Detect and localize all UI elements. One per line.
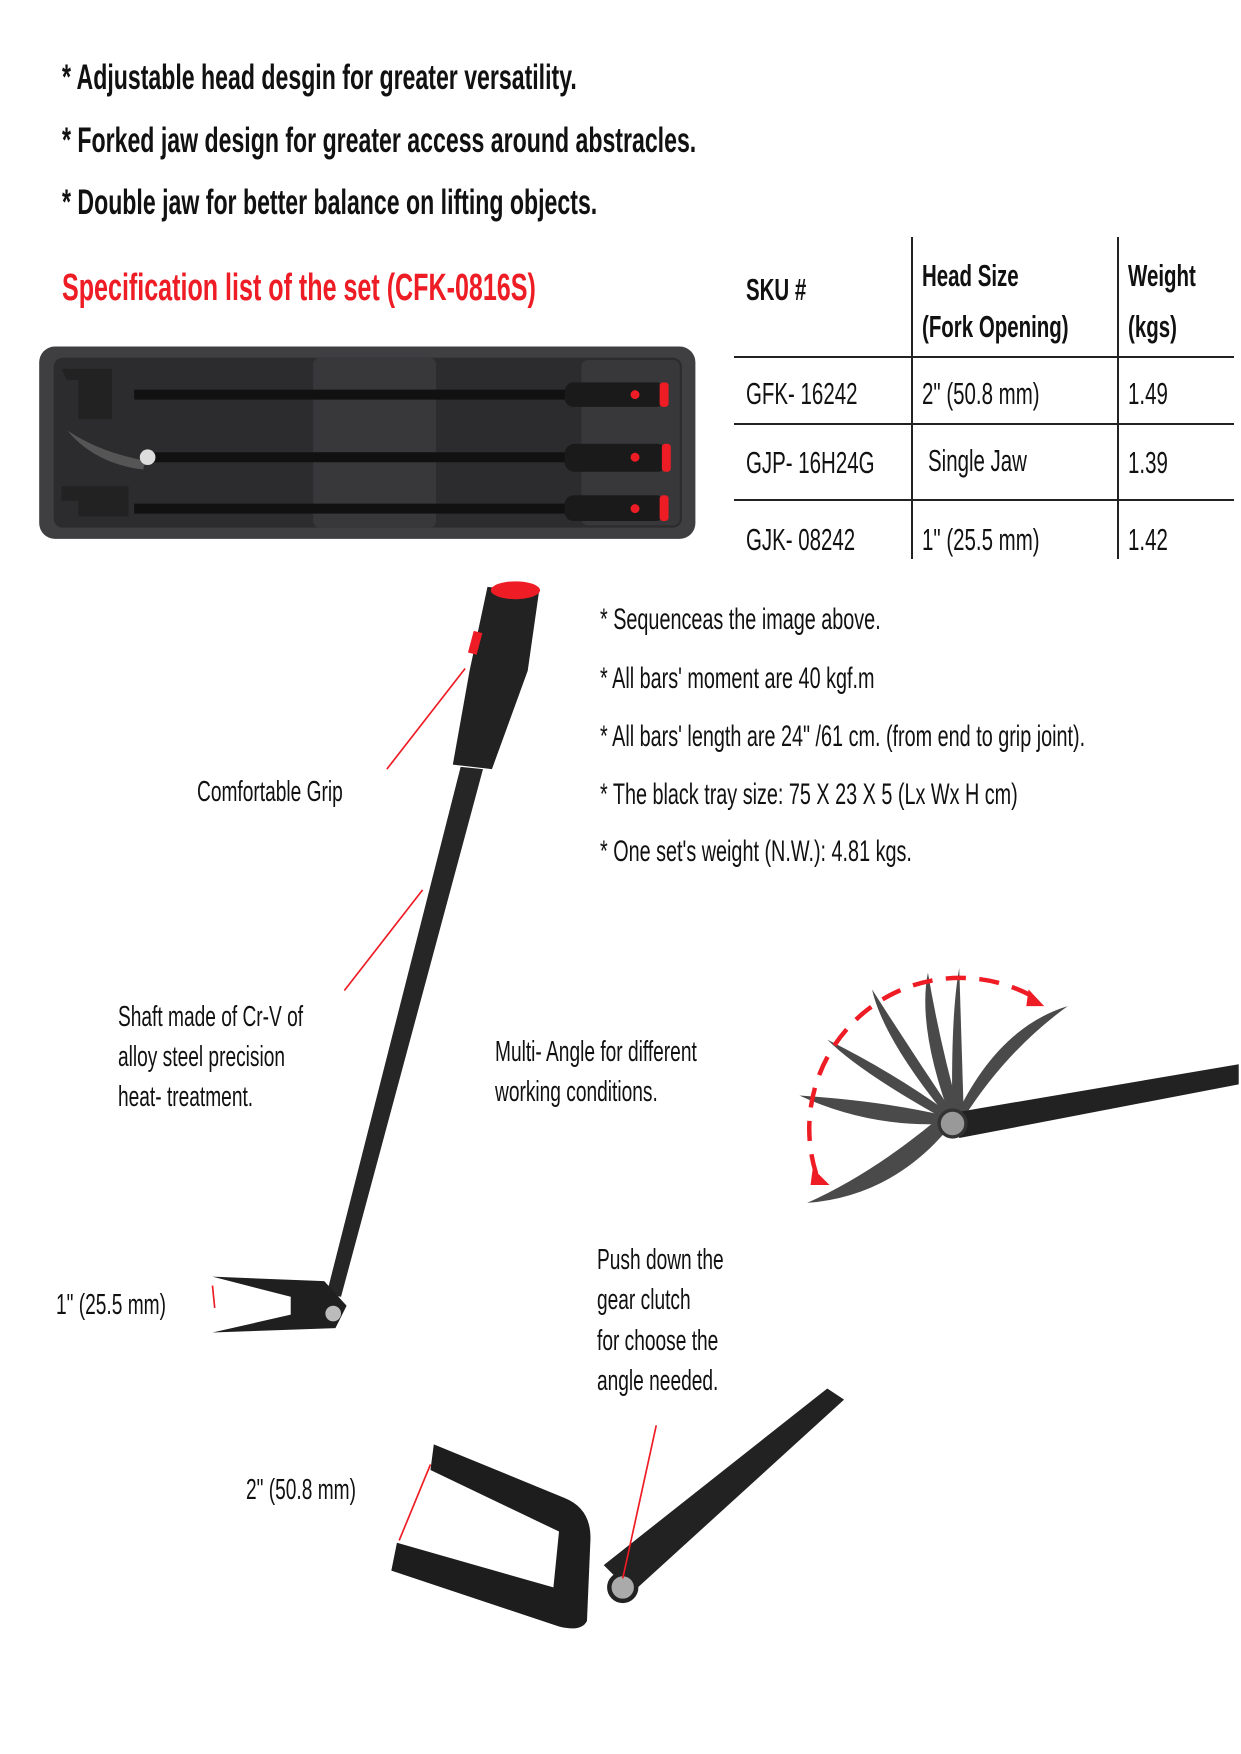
table-cell-head: 2" (50.8 mm) bbox=[922, 376, 1040, 411]
header-weight: Weight bbox=[1128, 258, 1196, 293]
callout-shaft-1: Shaft made of Cr-V of bbox=[118, 1001, 304, 1033]
callout-multi-angle-1: Multi- Angle for different bbox=[495, 1036, 697, 1068]
table-cell-sku: GJP- 16H24G bbox=[746, 445, 875, 480]
feature-1: * Adjustable head desgin for greater ver… bbox=[62, 58, 577, 97]
feature-3: * Double jaw for better balance on lifti… bbox=[62, 183, 598, 222]
large-fork-illustration bbox=[391, 1388, 845, 1629]
note-1: * Sequenceas the image above. bbox=[600, 603, 881, 636]
feature-2: * Forked jaw design for greater access a… bbox=[62, 121, 697, 160]
spec-title: Specification list of the set (CFK-0816S… bbox=[62, 267, 536, 309]
table-cell-head: 1" (25.5 mm) bbox=[922, 522, 1040, 557]
note-4: * The black tray size: 75 X 23 X 5 (Lx W… bbox=[600, 778, 1018, 811]
table-cell-head: Single Jaw bbox=[928, 443, 1027, 478]
note-2: * All bars' moment are 40 kgf.m bbox=[600, 662, 875, 695]
callout-multi-angle-2: working conditions. bbox=[495, 1076, 658, 1108]
tool-tray-photo bbox=[39, 346, 696, 539]
callout-clutch-2: gear clutch bbox=[597, 1284, 691, 1316]
header-head-size: Head Size bbox=[922, 258, 1019, 293]
callout-grip: Comfortable Grip bbox=[197, 776, 343, 808]
table-cell-weight: 1.49 bbox=[1128, 376, 1168, 411]
callout-large-fork: 2" (50.8 mm) bbox=[246, 1474, 356, 1506]
callout-clutch-4: angle needed. bbox=[597, 1365, 719, 1397]
callout-small-fork: 1" (25.5 mm) bbox=[56, 1289, 166, 1321]
callout-clutch-3: for choose the bbox=[597, 1325, 719, 1357]
callout-lines bbox=[211, 667, 658, 1579]
header-sku: SKU # bbox=[746, 272, 807, 307]
callout-shaft-3: heat- treatment. bbox=[118, 1081, 254, 1113]
note-5: * One set's weight (N.W.): 4.81 kgs. bbox=[600, 835, 912, 868]
table-cell-weight: 1.39 bbox=[1128, 445, 1168, 480]
table-cell-sku: GJK- 08242 bbox=[746, 522, 856, 557]
header-weight-unit: (kgs) bbox=[1128, 309, 1177, 344]
note-3: * All bars' length are 24" /61 cm. (from… bbox=[600, 720, 1086, 753]
table-cell-sku: GFK- 16242 bbox=[746, 376, 858, 411]
pry-bar-illustration bbox=[212, 581, 541, 1333]
callout-shaft-2: alloy steel precision bbox=[118, 1041, 286, 1073]
multi-angle-illustration bbox=[799, 968, 1239, 1203]
header-head-size-sub: (Fork Opening) bbox=[922, 309, 1069, 344]
callout-clutch-1: Push down the bbox=[597, 1244, 724, 1276]
table-cell-weight: 1.42 bbox=[1128, 522, 1168, 557]
